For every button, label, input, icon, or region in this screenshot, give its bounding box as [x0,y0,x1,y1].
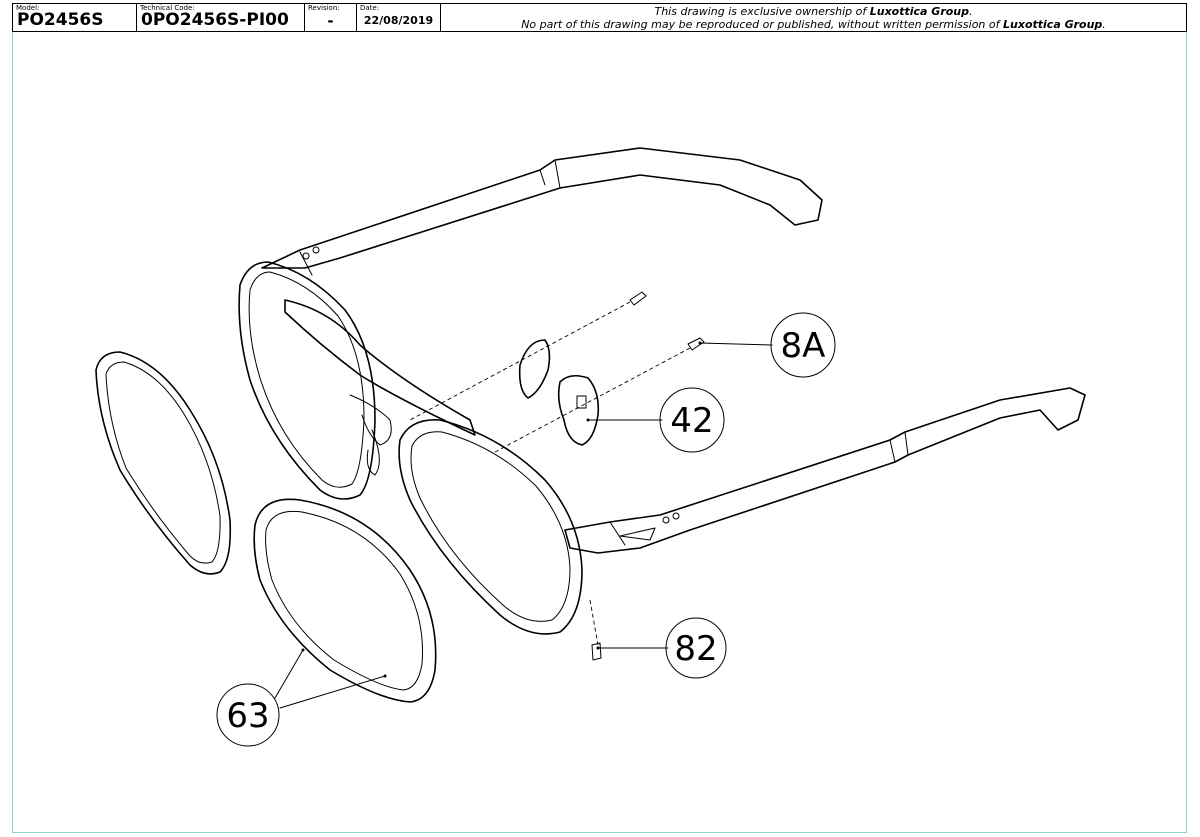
front-temple [564,387,1086,554]
notice-2-company: Luxottica Group [1003,18,1103,31]
lens-lower [253,498,437,703]
callout-42-label: 42 [670,401,713,441]
screws [591,291,705,661]
date-value: 22/08/2019 [363,14,434,27]
date-cell: Date: 22/08/2019 [357,4,441,31]
title-block: Model: PO2456S Technical Code: 0PO2456S-… [12,3,1187,32]
notice-2-suffix: . [1102,18,1106,31]
callout-8a: 8A [770,312,836,378]
revision-value: - [327,12,334,30]
callout-42: 42 [659,387,725,453]
front-rim [398,419,583,635]
assembly-lines [409,301,691,646]
technical-code-value: 0PO2456S-PI00 [141,10,289,30]
leader-lines [274,341,773,709]
callout-63: 63 [216,683,280,747]
nose-pads [518,339,600,446]
ownership-notice-line-2: No part of this drawing may be reproduce… [441,18,1186,31]
revision-label: Revision: [308,4,340,12]
model-cell: Model: PO2456S [13,4,137,31]
bridge [284,299,476,476]
rear-temple [261,147,823,276]
notice-2-prefix: No part of this drawing may be reproduce… [521,18,1004,31]
ownership-notice-cell: This drawing is exclusive ownership of L… [441,4,1186,31]
date-label: Date: [360,4,380,12]
technical-code-cell: Technical Code: 0PO2456S-PI00 [137,4,305,31]
revision-cell: Revision: - [305,4,357,31]
notice-1-suffix: . [969,5,973,18]
notice-1-prefix: This drawing is exclusive ownership of [654,5,870,18]
lens-left [95,351,232,575]
technical-code-label: Technical Code: [140,4,195,12]
callout-63-label: 63 [226,696,269,736]
model-value: PO2456S [17,10,104,30]
rear-rim [238,261,376,500]
ownership-notice-line-1: This drawing is exclusive ownership of L… [441,5,1186,18]
callout-82: 82 [665,617,727,679]
callout-8a-label: 8A [781,326,826,366]
callout-82-label: 82 [674,629,717,669]
notice-1-company: Luxottica Group [869,5,970,18]
model-label: Model: [16,4,40,12]
